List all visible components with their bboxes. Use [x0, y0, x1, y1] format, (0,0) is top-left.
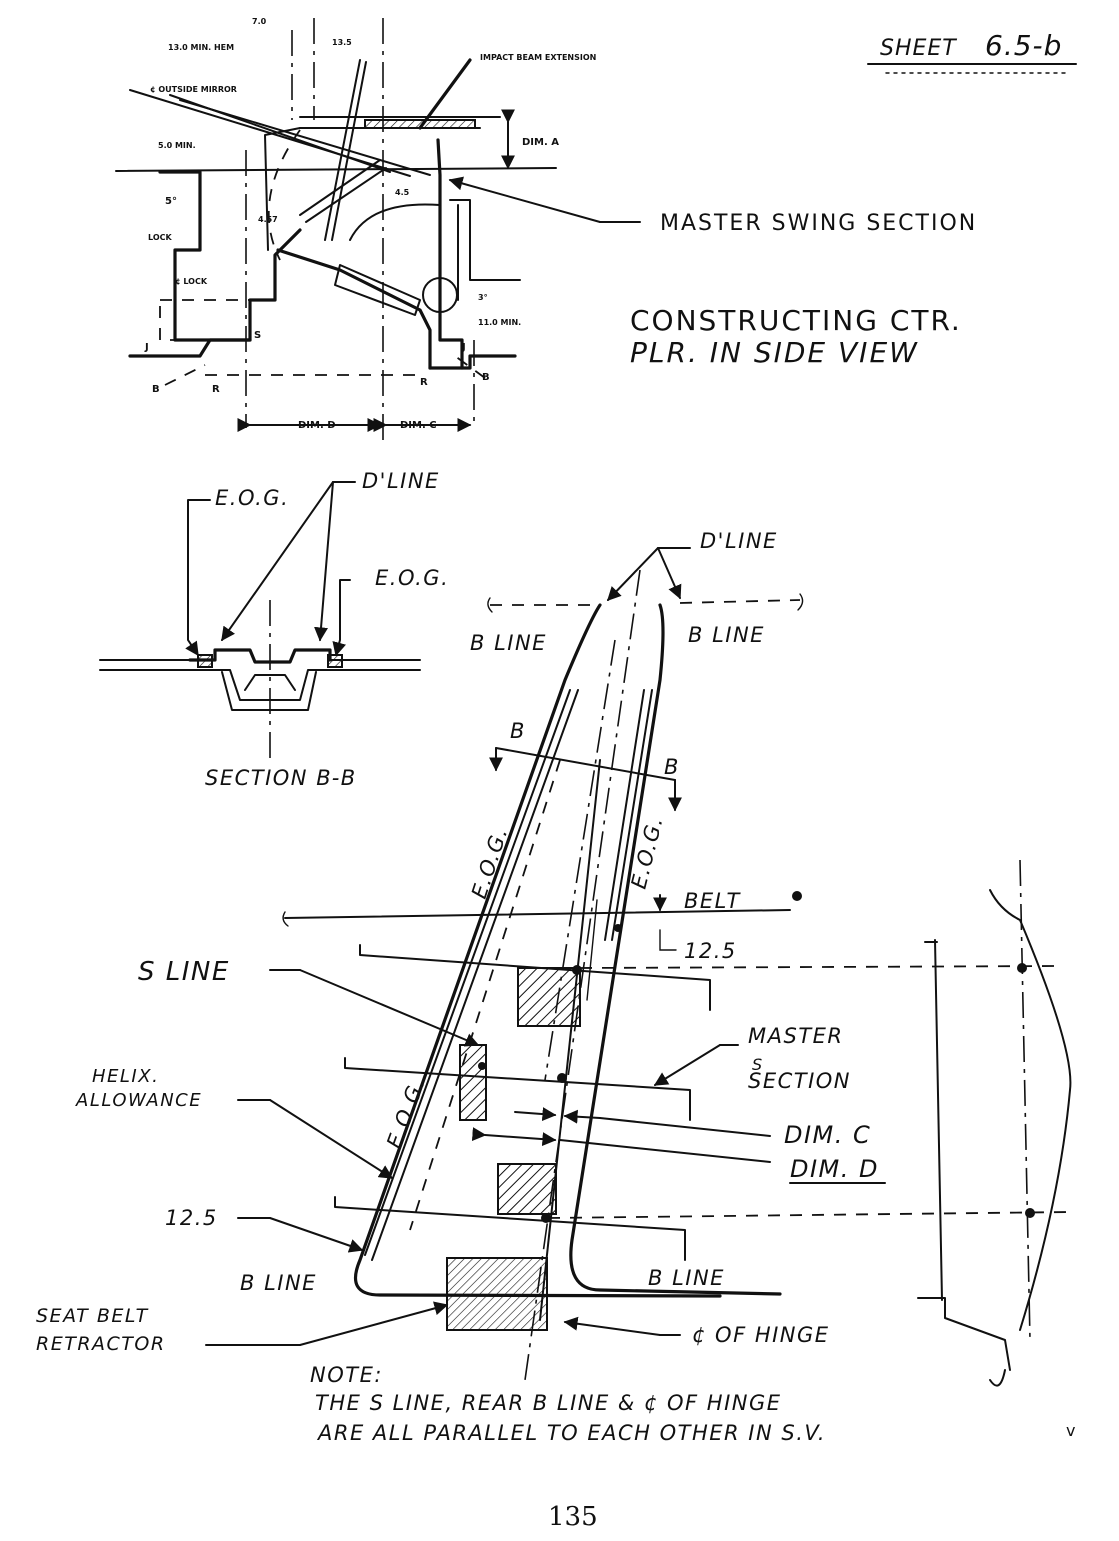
- dim-d-label: DIM. D: [298, 420, 336, 431]
- note-block: NOTE: THE S LINE, REAR B LINE & ¢ OF HIN…: [310, 1363, 1077, 1445]
- top-plan-view: 7.0 13.0 MIN. HEM 13.5 IMPACT BEAM EXTEN…: [115, 17, 977, 440]
- view-title-line1: CONSTRUCTING CTR.: [630, 304, 962, 337]
- mirror-cl-label: ¢ OUTSIDE MIRROR: [150, 85, 237, 94]
- note-line1: THE S LINE, REAR B LINE & ¢ OF HINGE: [315, 1391, 782, 1415]
- bb-dline-label: D'LINE: [362, 469, 440, 493]
- dim-125-lower: 12.5: [165, 1206, 218, 1230]
- section-bb-title: SECTION B-B: [205, 766, 357, 790]
- bline-lower-right: B LINE: [648, 1266, 725, 1290]
- master-swing-section-label: MASTER SWING SECTION: [660, 211, 977, 236]
- lock-label: LOCK: [148, 233, 172, 242]
- dim-a-label: DIM. A: [522, 137, 559, 148]
- sheet-number: 6.5-b: [985, 29, 1062, 62]
- master-s-section-line2: S: [752, 1055, 764, 1074]
- angle-5: 5°: [165, 196, 177, 207]
- seat-belt-retractor-line2: RETRACTOR: [36, 1333, 166, 1355]
- master-s-section-line3: SECTION: [748, 1069, 851, 1093]
- dim-13-min-hem: 13.0 MIN. HEM: [168, 43, 234, 52]
- bline-lower-left: B LINE: [240, 1271, 317, 1295]
- sheet-header: SHEET 6.5-b: [867, 29, 1077, 74]
- seat-belt-retractor-line1: SEAT BELT: [36, 1305, 149, 1327]
- side-bline-right: B LINE: [688, 623, 765, 647]
- dim-d-label-side: DIM. D: [790, 1155, 879, 1183]
- note-heading: NOTE:: [310, 1363, 383, 1387]
- dim-c-label-side: DIM. C: [784, 1121, 871, 1149]
- dim-5-min: 5.0 MIN.: [158, 141, 196, 150]
- master-s-section-line1: MASTER: [748, 1024, 844, 1048]
- point-j-left: J: [144, 342, 149, 353]
- s-line-label: S LINE: [138, 957, 230, 987]
- lock-cl-label: ¢ LOCK: [175, 277, 208, 286]
- view-title-line2: PLR. IN SIDE VIEW: [630, 336, 919, 369]
- dim-c-label: DIM. C: [400, 420, 437, 431]
- note-line2: ARE ALL PARALLEL TO EACH OTHER IN S.V.: [316, 1421, 826, 1445]
- section-mark-right: B: [664, 755, 680, 779]
- point-r-left: R: [212, 384, 220, 395]
- point-b-left: B: [152, 384, 160, 395]
- impact-beam-label: IMPACT BEAM EXTENSION: [480, 53, 596, 62]
- bb-eog-right: E.O.G.: [375, 566, 449, 590]
- dim-70: 7.0: [252, 17, 267, 26]
- side-bline-left: B LINE: [470, 631, 547, 655]
- belt-label: BELT: [684, 889, 741, 913]
- eog-lower: E.O.G.: [382, 1074, 430, 1152]
- helix-allowance-line2: ALLOWANCE: [75, 1090, 202, 1111]
- bb-eog-left: E.O.G.: [215, 486, 289, 510]
- side-dline-label: D'LINE: [700, 529, 778, 553]
- dim-135: 13.5: [332, 38, 352, 47]
- page-number: 135: [548, 1502, 598, 1532]
- helix-allowance-line1: HELIX.: [92, 1066, 159, 1087]
- point-b-right: B: [482, 372, 490, 383]
- margin-mark: v: [1066, 1421, 1077, 1440]
- sheet-label: SHEET: [880, 36, 957, 61]
- point-j-right: J: [461, 342, 466, 353]
- point-r-right: R: [420, 377, 428, 388]
- section-mark-left: B: [510, 719, 526, 743]
- angle-3: 3°: [478, 293, 488, 302]
- side-view-pillar: D'LINE B LINE B LINE B B E.O.G. E.O.G. E…: [36, 529, 1072, 1387]
- dim-45: 4.5: [395, 188, 410, 197]
- belt-dim-125: 12.5: [684, 939, 737, 963]
- section-bb-view: E.O.G. E.O.G. D'LINE SECTION B-B: [99, 469, 449, 790]
- point-s: S: [254, 330, 261, 341]
- hinge-cl-label: ¢ OF HINGE: [692, 1323, 830, 1347]
- dim-11-min: 11.0 MIN.: [478, 318, 521, 327]
- dim-457: 4.57: [258, 215, 278, 224]
